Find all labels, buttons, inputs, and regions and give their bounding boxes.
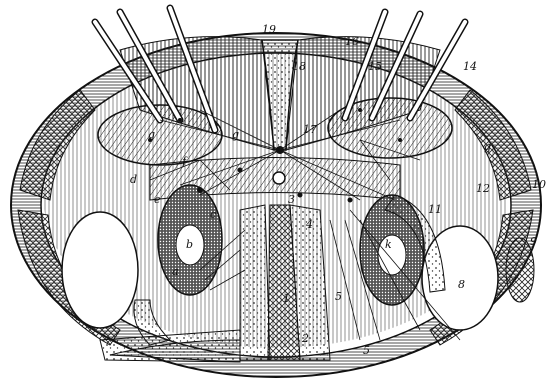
label-g-mid: g xyxy=(232,128,239,141)
label-3: 3 xyxy=(288,193,295,206)
label-16: 16 xyxy=(345,35,359,48)
label-10: 10 xyxy=(532,178,546,191)
label-k: k xyxy=(385,238,392,251)
ventral-column-left xyxy=(240,205,270,360)
label-4: 4 xyxy=(305,218,313,231)
lobe-left xyxy=(62,212,138,328)
label-c: c xyxy=(210,208,216,221)
label-g-left: g xyxy=(148,128,155,141)
label-5-upper: 5 xyxy=(335,290,342,303)
label-12: 12 xyxy=(476,182,490,195)
label-d: d xyxy=(130,173,137,186)
label-18: 18 xyxy=(292,60,306,73)
central-canal xyxy=(273,172,285,184)
label-19: 19 xyxy=(262,23,276,36)
label-9: 9 xyxy=(530,235,537,248)
label-e: e xyxy=(154,193,161,206)
label-14: 14 xyxy=(463,60,477,73)
nucleus-right-inner xyxy=(378,235,406,275)
label-15: 15 xyxy=(368,60,382,73)
label-5-lower: 5 xyxy=(363,344,370,357)
label-b: b xyxy=(186,238,193,251)
label-11: 11 xyxy=(428,203,442,216)
label-8: 8 xyxy=(458,278,465,291)
label-17: 17 xyxy=(303,123,317,136)
label-1: 1 xyxy=(283,292,290,305)
label-2: 2 xyxy=(301,332,309,345)
label-a: a xyxy=(172,265,179,278)
label-g-right: g xyxy=(484,140,491,153)
